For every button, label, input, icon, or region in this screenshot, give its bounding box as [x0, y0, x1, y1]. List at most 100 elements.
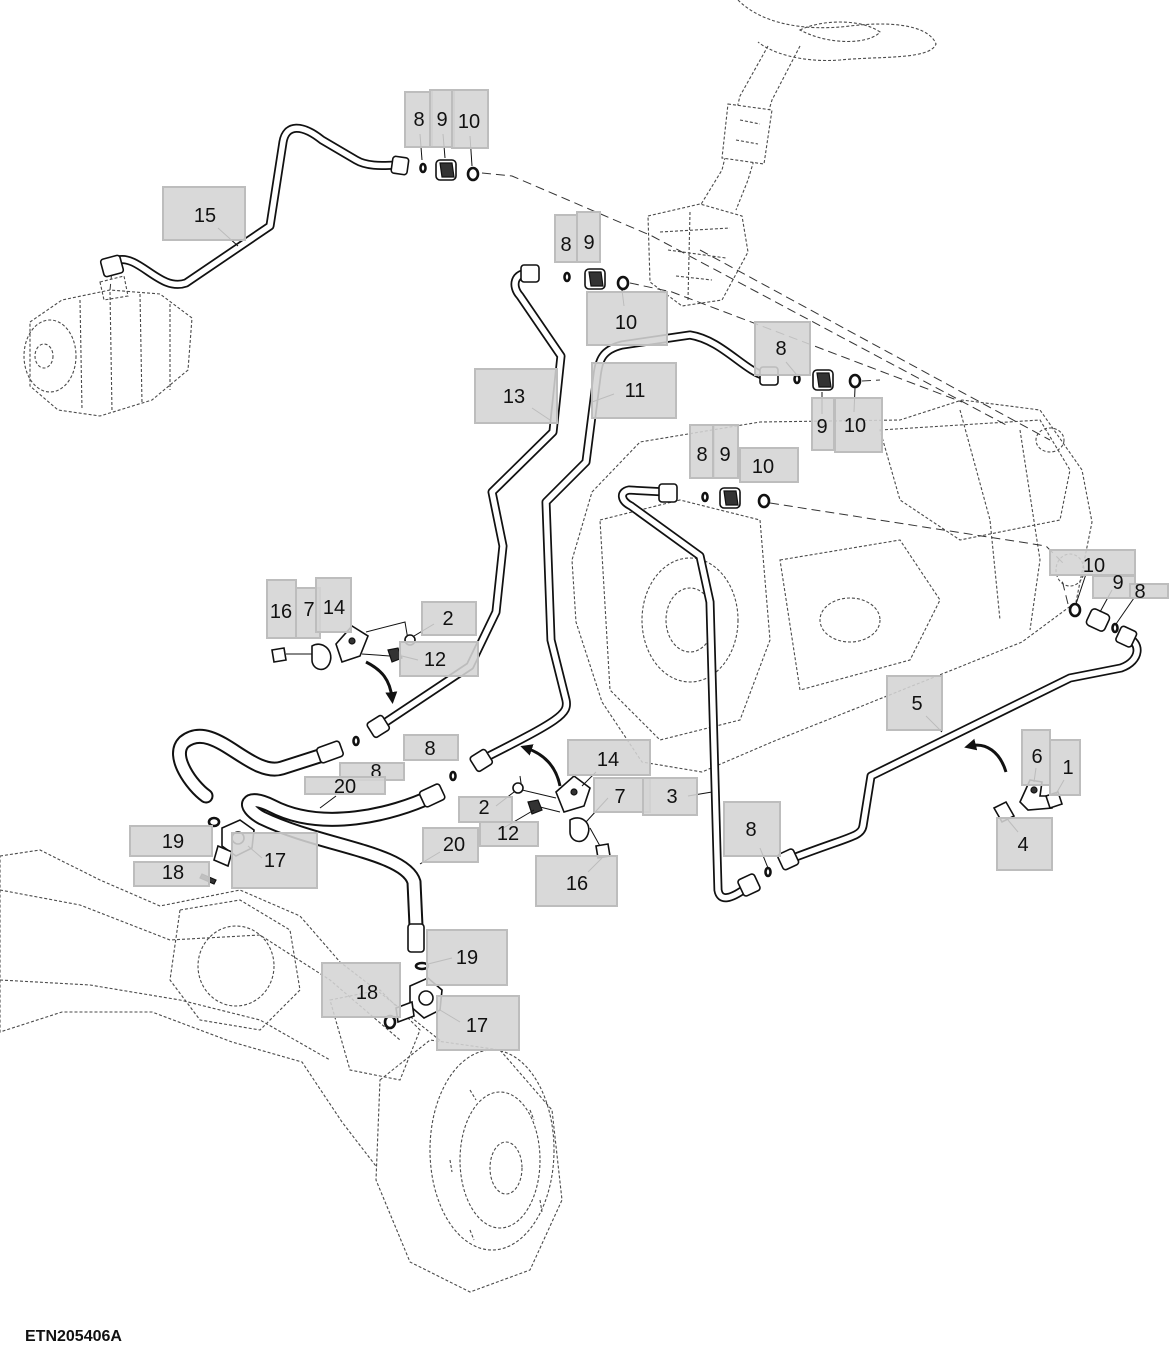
adapter-hex: [588, 271, 604, 287]
callout-box: [133, 861, 210, 887]
callout-label: 10: [1083, 555, 1105, 577]
callout-box: [593, 777, 651, 813]
hose-fitting: [418, 783, 446, 808]
o-ring-8: [352, 735, 360, 747]
o-ring-19: [207, 816, 221, 828]
callout-17[interactable]: 17: [436, 995, 520, 1051]
callout-box: [689, 424, 715, 479]
tube-15-outline: [118, 128, 396, 284]
o-ring-8: [449, 770, 457, 782]
callout-5[interactable]: 5: [886, 675, 943, 731]
callout-2[interactable]: 2: [458, 796, 513, 823]
hose-joint-13: [316, 714, 391, 764]
callout-box: [1049, 739, 1081, 796]
callout-20[interactable]: 20: [304, 776, 386, 798]
callout-7[interactable]: 7: [593, 777, 651, 813]
o-ring-10: [616, 275, 630, 291]
transmission-port-2: [1035, 427, 1065, 453]
clamp-assembly-lower: [512, 774, 611, 859]
fitting-set-top: [390, 155, 480, 182]
callout-14[interactable]: 14: [315, 577, 352, 633]
callout-box: [404, 91, 433, 148]
callout-8[interactable]: 8: [689, 424, 715, 479]
callout-label: 3: [666, 786, 677, 808]
callout-box: [436, 995, 520, 1051]
callout-8[interactable]: 8: [754, 321, 811, 376]
callout-9[interactable]: 9: [576, 211, 601, 263]
steering-column-collar-detail: [735, 119, 761, 145]
callout-11[interactable]: 11: [591, 362, 677, 419]
o-ring-8: [764, 866, 772, 878]
callout-label: 8: [560, 234, 571, 256]
callout-box: [129, 825, 213, 857]
callout-9[interactable]: 9: [429, 89, 455, 148]
callout-10[interactable]: 10: [834, 397, 883, 453]
callout-19[interactable]: 19: [129, 825, 213, 857]
callout-label: 6: [1031, 746, 1042, 768]
callout-label: 9: [436, 109, 447, 131]
callout-label: 9: [1112, 572, 1123, 594]
o-ring-8: [1111, 622, 1119, 634]
callout-18[interactable]: 18: [321, 962, 401, 1018]
assembly-arrows: [365, 660, 1008, 787]
callout-8[interactable]: 8: [554, 214, 578, 263]
callout-18[interactable]: 18: [133, 861, 210, 887]
callout-19[interactable]: 19: [426, 929, 508, 986]
callout-box: [162, 186, 246, 241]
callout-10[interactable]: 10: [451, 89, 489, 149]
callout-6[interactable]: 6: [1021, 729, 1051, 786]
callout-3[interactable]: 3: [642, 777, 698, 816]
callout-9[interactable]: 9: [1092, 572, 1136, 599]
callout-label: 18: [162, 862, 184, 884]
elbow-stem: [213, 844, 233, 868]
callout-1[interactable]: 1: [1049, 739, 1081, 796]
callout-8[interactable]: 8: [403, 734, 459, 761]
callout-4[interactable]: 4: [996, 817, 1053, 871]
callout-box: [426, 929, 508, 986]
callout-9[interactable]: 9: [811, 397, 835, 451]
steering-wheel-hub: [798, 21, 881, 43]
callout-15[interactable]: 15: [162, 186, 246, 241]
callout-label: 10: [615, 312, 637, 334]
callout-16[interactable]: 16: [535, 855, 618, 907]
callout-9[interactable]: 9: [712, 424, 739, 479]
callout-17[interactable]: 17: [231, 832, 318, 889]
callout-label: 16: [270, 601, 292, 623]
callout-box: [451, 89, 489, 149]
callout-8[interactable]: 8: [723, 801, 781, 857]
axle-center-housing: [169, 899, 301, 1031]
callout-12[interactable]: 12: [399, 641, 479, 677]
callout-label: 9: [719, 444, 730, 466]
adapter-hex: [816, 372, 832, 388]
callout-14[interactable]: 14: [567, 739, 651, 776]
steering-valve-detail: [659, 211, 731, 301]
tube-nut-5: [777, 848, 800, 871]
tube-15-fill: [118, 128, 396, 284]
bracket-hole: [348, 637, 356, 645]
callout-2[interactable]: 2: [421, 601, 477, 636]
callout-label: 12: [424, 649, 446, 671]
callout-10[interactable]: 10: [586, 291, 668, 346]
callout-8[interactable]: 8: [1129, 581, 1169, 603]
arrow-lower-clamp: [520, 744, 562, 787]
callout-10[interactable]: 10: [739, 447, 799, 483]
callout-label: 16: [566, 873, 588, 895]
elbow-port: [418, 990, 434, 1006]
callout-box: [535, 855, 618, 907]
callout-box: [315, 577, 352, 633]
callout-20[interactable]: 20: [422, 827, 479, 863]
transmission-rib-1: [959, 409, 1001, 621]
o-ring-10: [848, 373, 862, 389]
callout-13[interactable]: 13: [474, 368, 558, 424]
callout-12[interactable]: 12: [479, 821, 539, 847]
callout-label: 9: [583, 232, 594, 254]
steering-column-outline: [647, 0, 937, 307]
callout-8[interactable]: 8: [404, 91, 433, 148]
callout-16[interactable]: 16: [266, 579, 297, 639]
callout-box: [1049, 549, 1136, 576]
phantom-line-6: [1061, 579, 1069, 605]
pump-outline: [23, 275, 193, 417]
phantom-line-3: [699, 249, 1051, 441]
callout-10[interactable]: 10: [1049, 549, 1136, 577]
o-ring-10: [466, 166, 480, 182]
